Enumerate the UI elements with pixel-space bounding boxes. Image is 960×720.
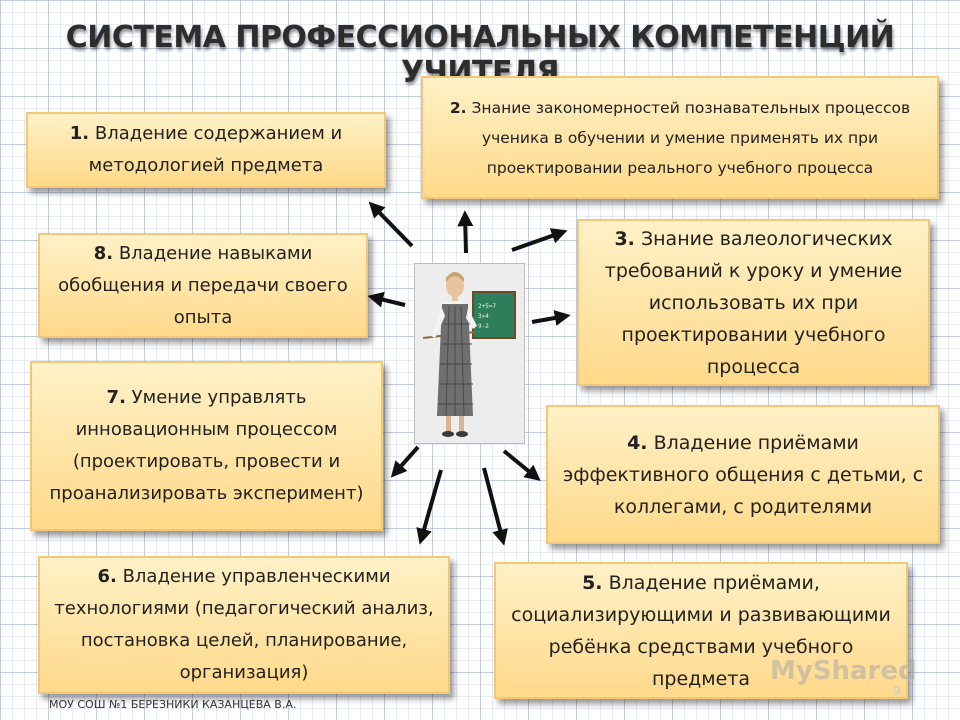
arrow-to-box-3b (531, 310, 571, 326)
arrow-to-box-3 (511, 228, 568, 252)
arrow-to-box-7 (390, 445, 420, 478)
competency-text: Владение приёмами эффективного общения с… (562, 431, 924, 518)
competency-box-6: 6. Владение управленческими технологиями… (38, 556, 450, 694)
competency-number: 5. (582, 571, 603, 594)
competency-number: 1. (69, 123, 90, 144)
arrow-to-box-2 (457, 210, 474, 254)
arrow-to-box-6 (416, 469, 443, 545)
competency-number: 2. (449, 98, 467, 117)
competency-number: 8. (93, 242, 114, 264)
competency-text: Владение навыками обобщения и передачи с… (58, 242, 348, 328)
page-number: 9 (893, 684, 901, 698)
svg-text:9-2: 9-2 (478, 323, 489, 330)
competency-number: 6. (97, 566, 117, 587)
competency-number: 3. (614, 227, 635, 250)
competency-box-3: 3. Знание валеологических требований к у… (577, 219, 930, 386)
competency-box-5: 5. Владение приёмами, социализирующими и… (494, 562, 908, 699)
competency-box-2: 2. Знание закономерностей познавательных… (421, 76, 939, 199)
arrow-to-box-8 (367, 291, 406, 308)
competency-number: 7. (106, 387, 126, 408)
competency-box-4: 4. Владение приёмами эффективного общени… (546, 405, 940, 544)
page-title: СИСТЕМА ПРОФЕССИОНАЛЬНЫХ КОМПЕТЕНЦИЙ УЧИ… (65, 20, 895, 90)
svg-text:3×4: 3×4 (478, 313, 489, 320)
arrow-to-box-4 (502, 449, 541, 482)
competency-text: Владение содержанием и методологией пред… (88, 123, 343, 176)
competency-number: 4. (627, 431, 648, 454)
competency-text: Владение приёмами, социализирующими и ра… (511, 571, 891, 690)
teacher-photo: 2+5=7 3×4 9-2 (414, 263, 525, 444)
watermark: MyShared (770, 656, 917, 686)
svg-text:2+5=7: 2+5=7 (478, 303, 496, 310)
competency-text: Знание закономерностей познавательных пр… (471, 98, 911, 177)
arrow-to-box-1 (368, 201, 414, 248)
competency-text: Умение управлять инновационным процессом… (49, 387, 364, 504)
competency-box-7: 7. Умение управлять инновационным процес… (30, 361, 383, 531)
competency-text: Владение управленческими технологиями (п… (54, 566, 434, 683)
competency-box-1: 1. Владение содержанием и методологией п… (26, 112, 386, 188)
competency-text: Знание валеологических требований к урок… (604, 227, 903, 378)
arrow-to-box-5 (482, 467, 508, 546)
footer-author: МОУ СОШ №1 БЕРЕЗНИКИ КАЗАНЦЕВА В.А. (49, 698, 297, 711)
competency-box-8: 8. Владение навыками обобщения и передач… (38, 233, 368, 338)
teacher-with-chalkboard-icon: 2+5=7 3×4 9-2 (415, 264, 524, 443)
